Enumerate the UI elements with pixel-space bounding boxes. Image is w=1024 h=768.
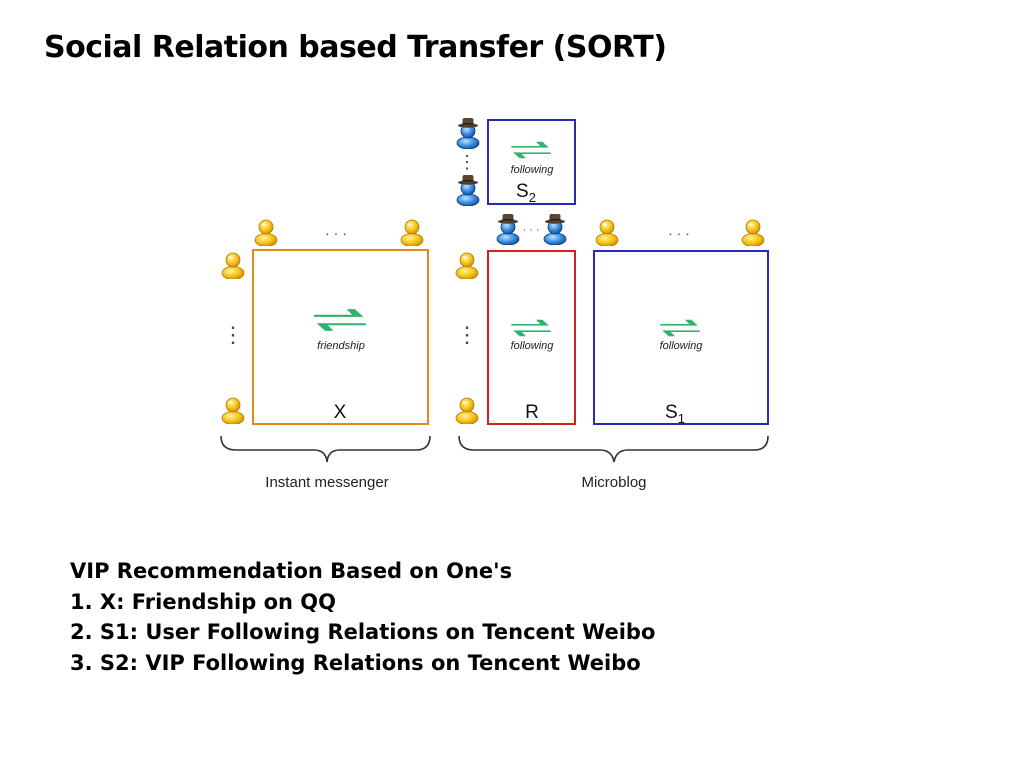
matrix-r: following R [487, 250, 576, 425]
notes-line: 1. X: Friendship on QQ [70, 589, 336, 614]
notes-list: VIP Recommendation Based on One's 1. X: … [70, 556, 655, 678]
brace-instant-messenger [220, 435, 431, 463]
matrix-x: friendship X [252, 249, 429, 425]
notes-line: 3. S2: VIP Following Relations on Tencen… [70, 650, 641, 675]
sort-diagram: friendship X · · · ⋮ following R · · · ⋮… [220, 117, 769, 491]
matrix-x-label: X [334, 402, 347, 423]
matrix-s1: following S1 [593, 250, 769, 426]
ellipsis-horizontal: · · · [325, 225, 347, 241]
user-icon [741, 219, 765, 246]
matrix-s2-relation: following [511, 164, 555, 176]
matrix-s2: following S2 [487, 119, 576, 205]
ellipsis-vertical: ⋮ [222, 322, 244, 347]
notes-line: 2. S1: User Following Relations on Tence… [70, 620, 656, 644]
following-arrows-icon [510, 319, 552, 337]
vip-user-icon [543, 213, 567, 245]
vip-user-icon [456, 117, 480, 149]
matrix-x-box [252, 249, 429, 425]
user-icon [455, 397, 479, 424]
matrix-s1-box [593, 250, 769, 425]
following-arrows-icon [659, 319, 701, 337]
user-icon [455, 252, 479, 279]
ellipsis-vertical: ⋮ [456, 322, 478, 347]
matrix-x-relation: friendship [317, 340, 365, 352]
matrix-r-label: R [525, 402, 539, 423]
following-arrows-icon [510, 141, 552, 159]
matrix-r-relation: following [511, 340, 555, 352]
matrix-s2-label: S2 [516, 181, 536, 205]
matrix-s1-relation: following [660, 340, 704, 352]
user-icon [221, 252, 245, 279]
ellipsis-horizontal: · · · [522, 224, 539, 236]
page-title: Social Relation based Transfer (SORT) [44, 30, 667, 65]
vip-user-icon [456, 174, 480, 206]
group-label-instant-messenger: Instant messenger [265, 474, 388, 491]
user-icon [254, 219, 278, 246]
ellipsis-vertical: ⋮ [458, 152, 476, 172]
user-icon [221, 397, 245, 424]
group-label-microblog: Microblog [581, 474, 646, 491]
friendship-arrows-icon [313, 308, 367, 332]
matrix-r-box [487, 250, 576, 425]
matrix-s2-box [487, 119, 576, 205]
matrix-s1-label: S1 [665, 402, 685, 426]
notes-line: VIP Recommendation Based on One's [70, 559, 513, 583]
user-icon [400, 219, 424, 246]
brace-microblog [458, 435, 769, 463]
vip-user-icon [496, 213, 520, 245]
ellipsis-horizontal: · · · [668, 225, 690, 241]
user-icon [595, 219, 619, 246]
